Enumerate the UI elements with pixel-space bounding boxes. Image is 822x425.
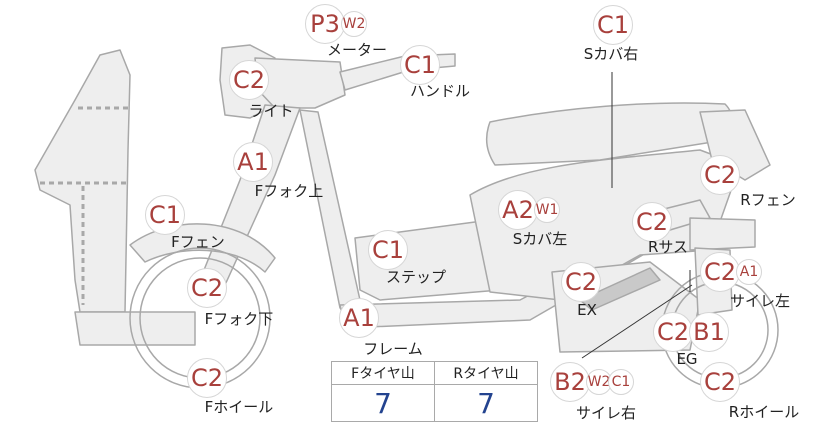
f-tyre-header: Fタイヤ山 xyxy=(331,361,435,385)
grade-badge: A1 xyxy=(339,298,379,338)
grade-badge: C2 xyxy=(561,262,601,302)
grade-badge: C1 xyxy=(593,5,633,45)
part-label: Fホイール xyxy=(204,398,274,416)
part-label: Fフォク上 xyxy=(254,182,324,200)
grade-badge: A2 xyxy=(498,190,538,230)
grade-badge: W1 xyxy=(534,197,560,223)
part-label: サイレ左 xyxy=(729,292,791,310)
part-label: Rサス xyxy=(647,238,689,256)
grade-badge: C2 xyxy=(187,268,227,308)
part-label: メーター xyxy=(326,41,388,59)
grade-badge: C2 xyxy=(187,358,227,398)
part-label: サイレ右 xyxy=(575,404,637,422)
part-label: Sカバ右 xyxy=(583,45,639,63)
grade-badge: P3 xyxy=(305,4,345,44)
part-label: Rフェン xyxy=(740,191,796,209)
part-label: フレーム xyxy=(363,340,423,358)
grade-badge: C1 xyxy=(608,369,634,395)
grade-badge: W2 xyxy=(586,369,612,395)
part-label: ライト xyxy=(248,102,294,120)
grade-badge: B2 xyxy=(550,362,590,402)
r-tyre-header: Rタイヤ山 xyxy=(434,361,538,385)
part-label: EX xyxy=(577,301,597,319)
part-label: EG xyxy=(676,350,698,368)
tyre-tread-table: Fタイヤ山 Rタイヤ山 7 7 xyxy=(331,361,538,422)
part-label: ハンドル xyxy=(409,82,471,100)
grade-badge: C2 xyxy=(700,155,740,195)
grade-badge: C2 xyxy=(229,60,269,100)
grade-badge: C2 xyxy=(632,202,672,242)
grade-badge: C2 xyxy=(700,252,740,292)
grade-badge: C1 xyxy=(368,230,408,270)
grade-badge: A1 xyxy=(736,259,762,285)
r-tyre-value: 7 xyxy=(434,384,538,422)
f-tyre-value: 7 xyxy=(331,384,435,422)
part-label: Fフォク下 xyxy=(204,310,274,328)
grade-badge: A1 xyxy=(233,142,273,182)
grade-badge: B1 xyxy=(689,312,729,352)
part-label: ステップ xyxy=(385,268,447,286)
grade-badge: C1 xyxy=(145,195,185,235)
grade-badge: C2 xyxy=(700,362,740,402)
part-label: Fフェン xyxy=(171,233,225,251)
part-label: Rホイール xyxy=(728,403,800,421)
part-label: Sカバ左 xyxy=(512,230,568,248)
grade-badge: C2 xyxy=(653,312,693,352)
grade-badge: C1 xyxy=(400,45,440,85)
grade-badge: W2 xyxy=(341,11,367,37)
